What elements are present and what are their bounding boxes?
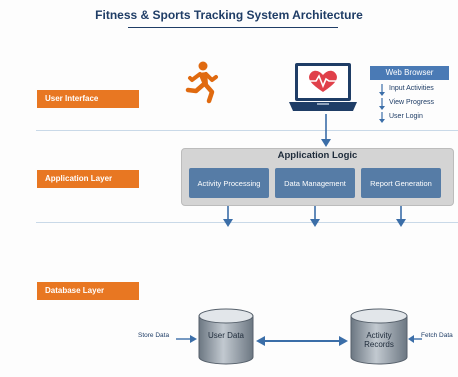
database-activity-records-icon (350, 308, 408, 365)
layer-label-application: Application Layer (37, 170, 139, 188)
laptop-heart-icon (289, 63, 357, 111)
title-underline (128, 27, 338, 28)
browser-items-arrows (379, 84, 385, 123)
diagram-title: Fitness & Sports Tracking System Archite… (95, 8, 363, 22)
web-browser-box: Web Browser (370, 66, 449, 80)
browser-item-view-progress: View Progress (389, 99, 435, 106)
database-user-data-label: User Data (207, 331, 244, 340)
bidirectional-arrow (256, 336, 348, 346)
layer-label-database: Database Layer (37, 282, 139, 300)
arrow-data-management-down (310, 206, 320, 227)
browser-item-input-activities: Input Activities (389, 85, 434, 92)
arrow-report-generation-down (396, 206, 406, 227)
arrow-activity-processing-down (223, 206, 233, 227)
browser-item-user-login: User Login (389, 113, 423, 120)
module-report-generation: Report Generation (361, 168, 441, 198)
module-data-management: Data Management (275, 168, 355, 198)
separator-ui (36, 130, 458, 131)
layer-label-user-interface: User Interface (37, 90, 139, 108)
database-user-data-icon (198, 308, 254, 365)
running-person-icon (185, 61, 218, 104)
separator-app (36, 222, 458, 223)
arrow-ui-to-app (321, 114, 331, 147)
fetch-data-label: Fetch Data (421, 332, 453, 339)
module-activity-processing: Activity Processing (189, 168, 269, 198)
store-data-arrow (176, 335, 197, 343)
database-activity-records-label: Activity Records (364, 331, 394, 349)
store-data-label: Store Data (138, 332, 170, 339)
application-logic-title: Application Logic (277, 150, 358, 161)
fetch-data-arrow (408, 335, 422, 343)
